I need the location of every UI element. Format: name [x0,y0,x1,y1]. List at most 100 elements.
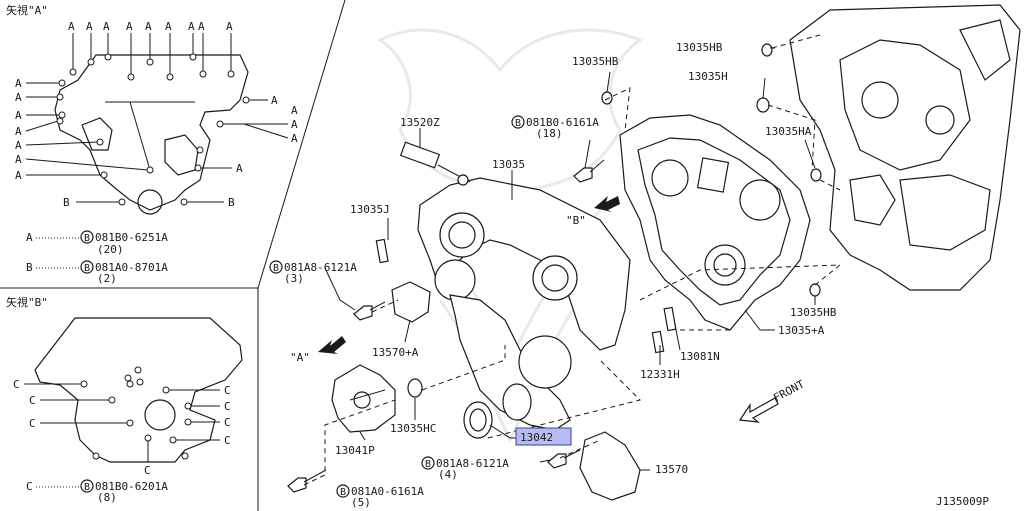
view-a-arrow-icon [318,336,346,354]
rear-timing-case [619,114,811,331]
bolt-symbol: B [84,482,90,493]
gasket-13570 [579,431,641,501]
callout-a: A [15,125,22,138]
callout-c: C [29,394,36,407]
label-13035[interactable]: 13035 [492,158,525,171]
view-b-legend: C B 081B0-6201A (8) [26,479,168,504]
callout-a: A [226,20,233,33]
view-b-title: 矢視"B" [6,295,48,309]
callout-a: A [291,104,298,117]
callout-c: C [13,378,20,391]
highlighted-part-box[interactable] [515,427,572,446]
callout-a: A [271,94,278,107]
callout-a: A [15,91,22,104]
view-a-cover-outline [54,54,249,211]
label-12331h[interactable]: 12331H [640,368,680,381]
label-13035hb-top[interactable]: 13035HB [676,41,723,54]
legend-key: C [26,480,33,493]
label-qty: (3) [284,272,304,285]
gasket-13570-a [391,281,431,323]
label-13041p[interactable]: 13041P [335,444,375,457]
callout-a: A [188,20,195,33]
label-13081n[interactable]: 13081N [680,350,720,363]
view-a-leaders [25,33,289,206]
view-a-panel: 矢視"A" [6,3,298,285]
callout-c: C [29,417,36,430]
callout-a: A [15,77,22,90]
bolt-symbol: B [273,263,279,274]
label-qty: (18) [536,127,563,140]
diagram-code: J135009P [936,495,989,508]
callout-a: A [291,118,298,131]
view-a-callout-letters: A A A A A A A A A A A A A A A A A A A A … [15,20,298,209]
bolt-symbol: B [425,459,431,470]
label-13042[interactable]: 13042 [520,431,553,444]
callout-b: B [63,196,70,209]
callout-c: C [224,434,231,447]
label-13570-a[interactable]: 13570+A [372,346,419,359]
view-b-arrow-icon [594,196,620,212]
view-b-callout-letters: C C C C C C C C [13,378,231,477]
label-081a8-6121a-top[interactable]: 081A8-6121A [284,261,357,274]
label-view-b: "B" [566,214,586,227]
label-13035ha[interactable]: 13035HA [765,125,812,138]
legend-part-number: 081B0-6251A [95,231,168,244]
label-13035hc[interactable]: 13035HC [390,422,436,435]
bolt-symbol: B [84,233,90,244]
front-oil-seal-13042 [463,383,532,439]
main-exploded-view [287,4,1021,501]
callout-a: A [15,109,22,122]
callout-c: C [224,384,231,397]
legend-quantity: (8) [97,491,117,504]
callout-a: A [126,20,133,33]
dowel-pins [375,238,677,354]
engine-block [789,4,1021,291]
callout-c: C [224,400,231,413]
view-b-leaders [24,366,220,462]
legend-quantity: (20) [97,243,124,256]
front-indicator [738,397,779,423]
callout-a: A [68,20,75,33]
label-081a0-6161a[interactable]: 081A0-6161A [351,485,424,498]
label-13035hb-mid[interactable]: 13035HB [572,55,619,68]
o-rings [407,43,822,398]
callout-a: A [103,20,110,33]
callout-a: A [145,20,152,33]
label-qty: (5) [351,496,371,509]
view-a-title: 矢視"A" [6,3,48,17]
water-pump-13041p [331,364,396,433]
callout-a: A [236,162,243,175]
legend-part-number: 081A0-8701A [95,261,168,274]
label-13035j[interactable]: 13035J [350,203,390,216]
callout-c: C [224,416,231,429]
callout-a: A [165,20,172,33]
label-081b0-6161a[interactable]: 081B0-6161A [526,116,599,129]
panel-frame [0,0,346,511]
label-13520z[interactable]: 13520Z [400,116,440,129]
label-13035h[interactable]: 13035H [688,70,728,83]
bolt-symbol: B [515,118,521,129]
label-13035hb-low[interactable]: 13035HB [790,306,837,319]
callout-a: A [15,139,22,152]
tensioner-13520z [399,141,471,186]
legend-part-number: 081B0-6201A [95,480,168,493]
bolt-symbol: B [84,263,90,274]
assembly-lines [303,34,841,486]
label-13570[interactable]: 13570 [655,463,688,476]
bolts [287,159,605,493]
callout-c: C [144,464,151,477]
label-081a8-6121a-bot[interactable]: 081A8-6121A [436,457,509,470]
callout-a: A [291,132,298,145]
callout-a: A [15,169,22,182]
label-leaders [324,47,816,471]
legend-key: B [26,261,33,274]
legend-key: A [26,231,33,244]
callout-a: A [86,20,93,33]
view-b-panel: 矢視"B" C C C C C C C C C [6,295,243,504]
bolt-symbol: B [340,487,346,498]
view-b-cover-outline [34,317,243,463]
front-arrow-icon [738,397,779,423]
label-13035-a[interactable]: 13035+A [778,324,825,337]
